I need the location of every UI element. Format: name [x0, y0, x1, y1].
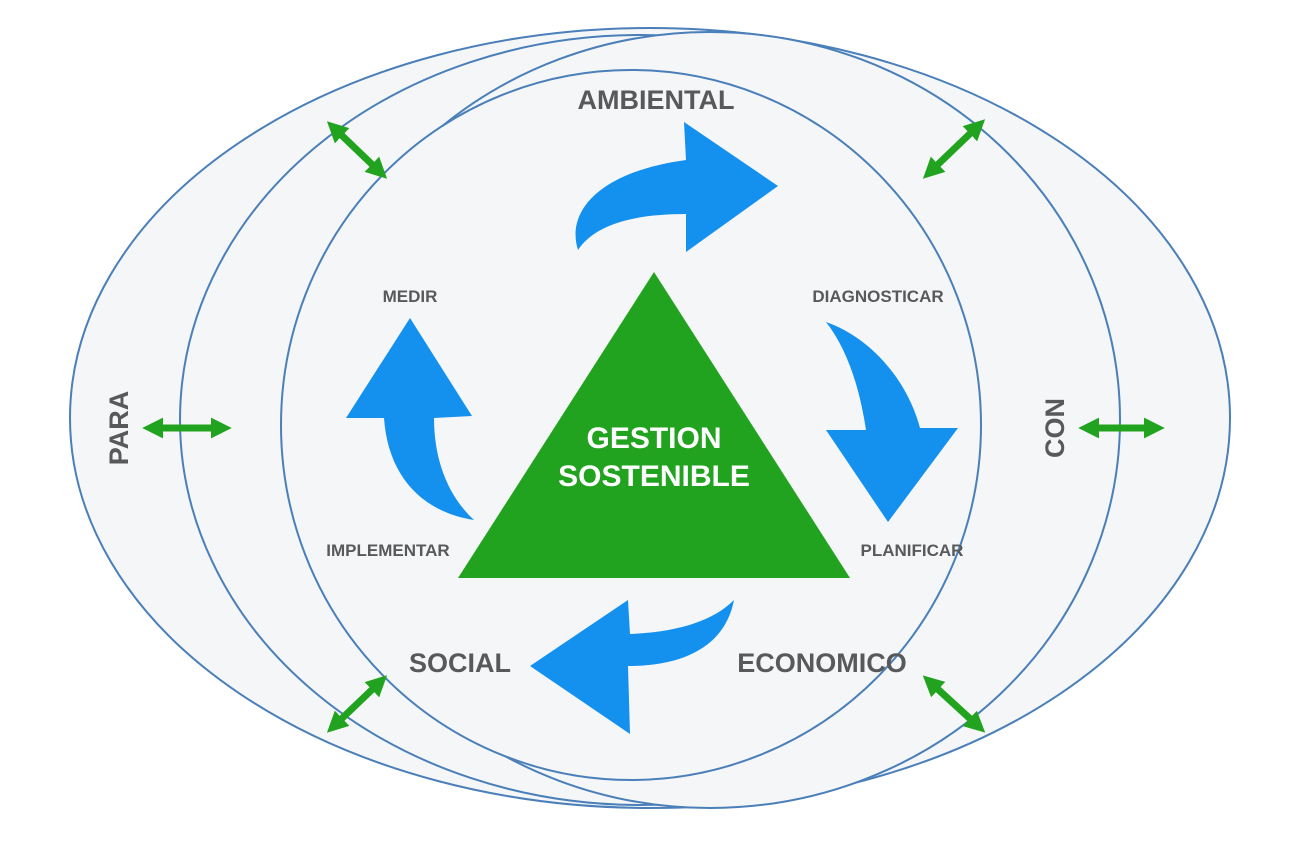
curved-arrow-icon — [530, 600, 734, 734]
double-arrow-icon — [922, 675, 986, 733]
label-economico: ECONOMICO — [737, 648, 907, 678]
label-diagnosticar: DIAGNOSTICAR — [812, 287, 943, 306]
label-ambiental: AMBIENTAL — [578, 85, 735, 115]
label-implementar: IMPLEMENTAR — [326, 541, 449, 560]
cycle-arrows — [346, 122, 958, 734]
center-triangle — [458, 272, 850, 578]
connector-arrows — [142, 119, 1165, 733]
curved-arrow-icon — [346, 318, 474, 520]
label-social: SOCIAL — [409, 648, 511, 678]
curved-arrow-icon — [826, 322, 958, 522]
label-planificar: PLANIFICAR — [861, 541, 964, 560]
label-con: CON — [1040, 398, 1070, 458]
double-arrow-icon — [326, 675, 388, 733]
center-title-line1: GESTION — [586, 422, 721, 455]
double-arrow-icon — [326, 121, 388, 179]
label-medir: MEDIR — [383, 287, 438, 306]
label-para: PARA — [104, 391, 134, 466]
center-title-line2: SOSTENIBLE — [558, 460, 750, 493]
double-arrow-icon — [922, 119, 986, 179]
curved-arrow-icon — [575, 122, 778, 252]
